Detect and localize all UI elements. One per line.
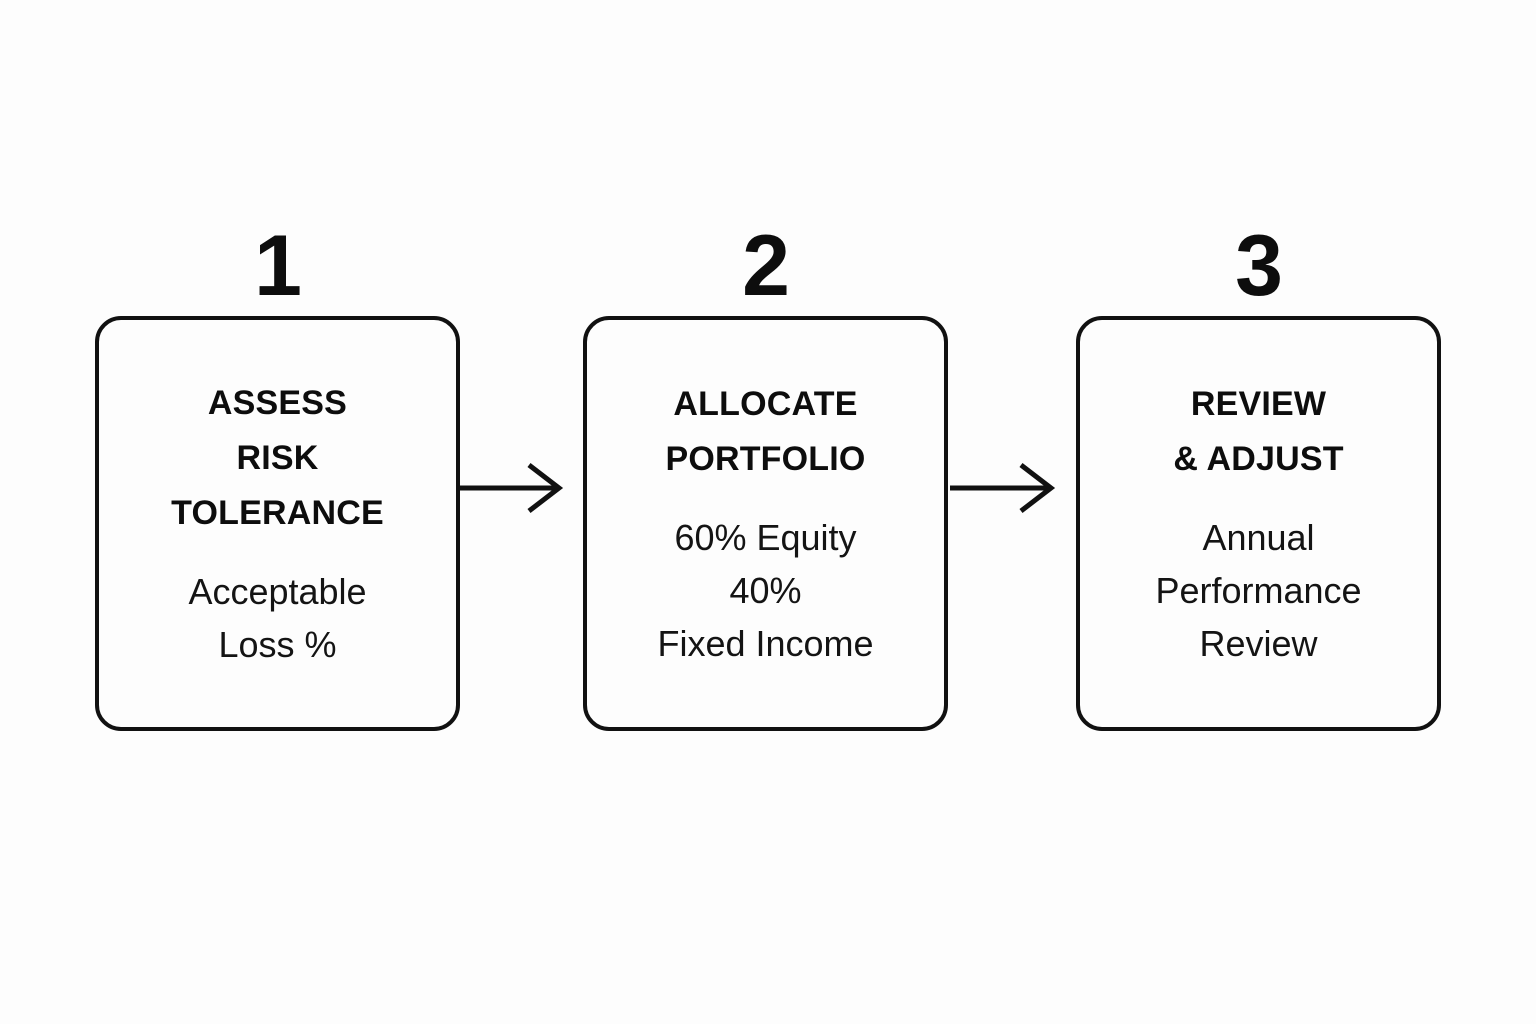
connector-step1-to-step2 xyxy=(455,448,579,528)
step-number-2: 2 xyxy=(742,218,790,314)
step-box-1-title: ASSESS RISK TOLERANCE xyxy=(171,384,384,532)
step-box-3-body: Annual Performance Review xyxy=(1155,517,1362,664)
step-box-3[interactable]: REVIEW & ADJUST Annual Performance Revie… xyxy=(1076,316,1441,731)
step-group-2: 2 ALLOCATE PORTFOLIO 60% Equity 40% Fixe… xyxy=(583,216,948,731)
step-box-2[interactable]: ALLOCATE PORTFOLIO 60% Equity 40% Fixed … xyxy=(583,316,948,731)
step-box-2-title: ALLOCATE PORTFOLIO xyxy=(665,385,866,478)
step-group-3: 3 REVIEW & ADJUST Annual Performance Rev… xyxy=(1076,216,1441,731)
step-group-1: 1 ASSESS RISK TOLERANCE Acceptable Loss … xyxy=(95,216,460,731)
step-box-3-title: REVIEW & ADJUST xyxy=(1173,385,1344,478)
step-box-1-body: Acceptable Loss % xyxy=(188,571,367,665)
step-box-2-body: 60% Equity 40% Fixed Income xyxy=(657,517,874,664)
connector-step2-to-step3 xyxy=(947,448,1071,528)
arrow-right-icon xyxy=(458,463,564,513)
step-number-1: 1 xyxy=(254,218,302,314)
arrow-right-icon xyxy=(950,463,1056,513)
step-box-1[interactable]: ASSESS RISK TOLERANCE Acceptable Loss % xyxy=(95,316,460,731)
step-number-3: 3 xyxy=(1235,218,1283,314)
